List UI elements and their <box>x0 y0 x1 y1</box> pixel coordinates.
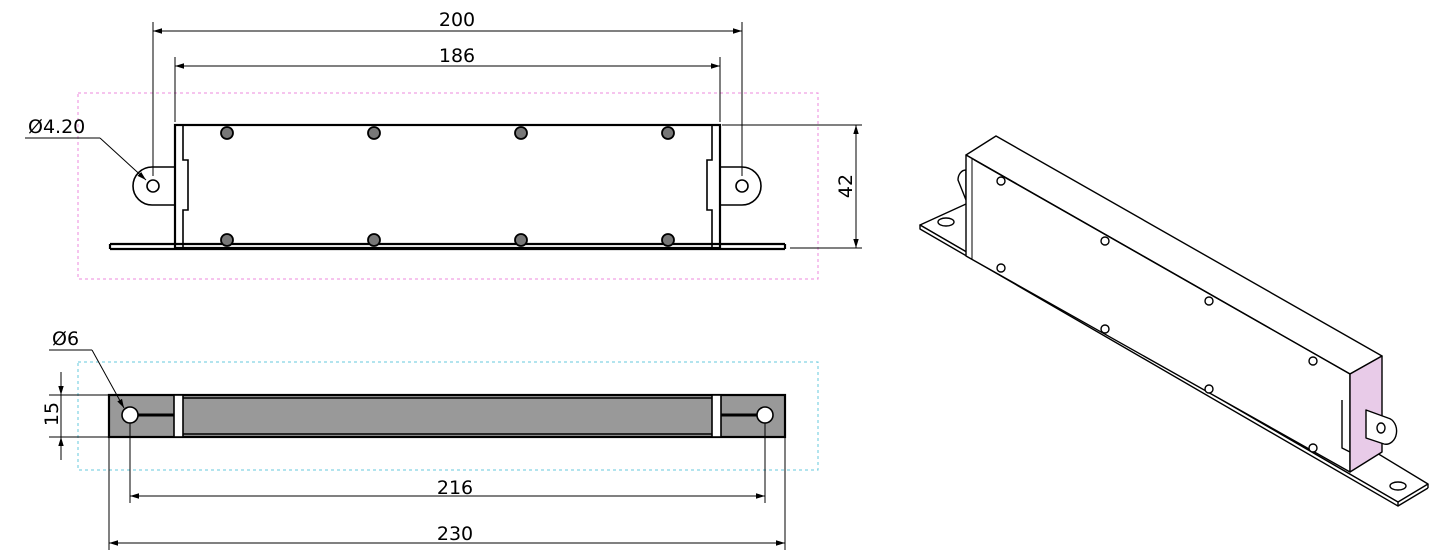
bottom-view-bounding-box <box>77 361 819 471</box>
leader-hole-4-20 <box>99 137 147 181</box>
front-view-bounding-box <box>77 92 819 280</box>
tab-hole-left <box>146 179 160 193</box>
base-hole-right <box>756 406 774 424</box>
base-plate-bottom <box>107 393 787 439</box>
tab-hole-right <box>735 179 749 193</box>
dim-label-200: 200 <box>439 9 475 31</box>
mounting-tab-right <box>720 166 762 206</box>
iso-screws <box>996 176 1318 453</box>
screw <box>1308 443 1318 453</box>
screw <box>661 126 675 140</box>
screw <box>220 233 234 247</box>
screw <box>996 263 1006 273</box>
dim-label-216: 216 <box>437 477 473 499</box>
screw <box>1308 356 1318 366</box>
screw <box>1100 236 1110 246</box>
dim-label-hole-4-20: Ø4.20 <box>28 116 85 138</box>
screw <box>220 126 234 140</box>
housing-body-front <box>173 123 722 250</box>
base-hole-left <box>121 406 139 424</box>
isometric-view <box>919 135 1429 507</box>
dim-label-42: 42 <box>835 174 857 198</box>
screw <box>1204 384 1214 394</box>
dim-label-230: 230 <box>437 523 473 545</box>
screw <box>661 233 675 247</box>
screw <box>514 233 528 247</box>
screw <box>1204 296 1214 306</box>
screw <box>996 176 1006 186</box>
screw <box>514 126 528 140</box>
screw <box>367 126 381 140</box>
mounting-tab-left <box>132 166 175 206</box>
front-view: 200 186 42 <box>25 9 862 280</box>
screws-front <box>220 126 675 247</box>
bottom-view: 15 Ø6 216 230 <box>41 328 819 550</box>
dim-label-186: 186 <box>439 45 475 67</box>
leader-hole-6 <box>91 349 125 409</box>
screw <box>1100 324 1110 334</box>
dim-label-hole-6: Ø6 <box>52 328 79 350</box>
screw <box>367 233 381 247</box>
dim-label-15: 15 <box>41 402 63 426</box>
